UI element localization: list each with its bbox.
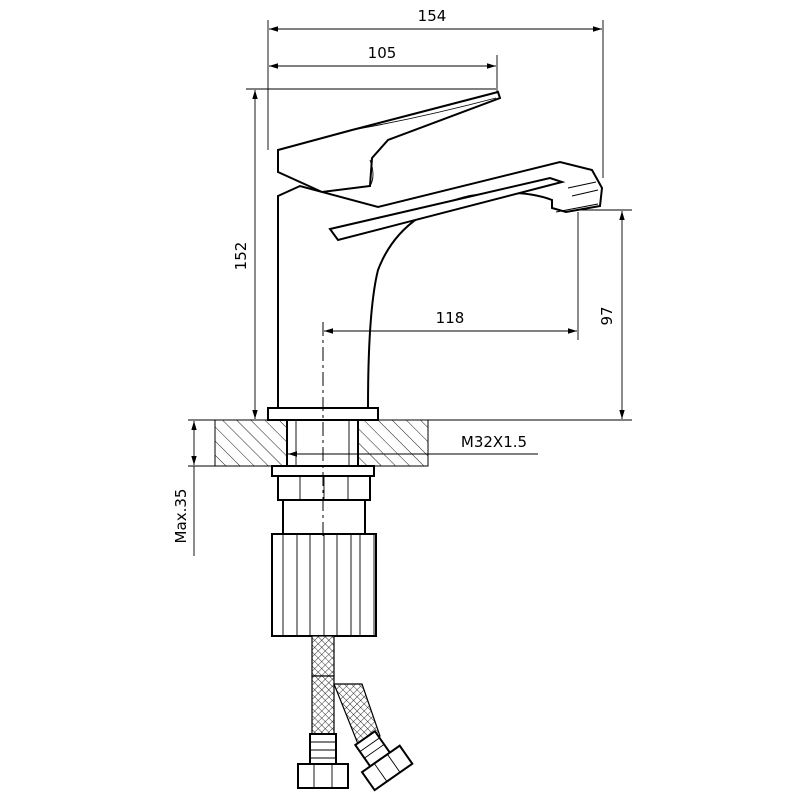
thread-size-label: M32X1.5 [461,433,527,451]
dimension-105-label: 105 [368,44,397,62]
dimension-97-label: 97 [598,306,616,325]
dimension-152-label: 152 [232,242,250,271]
dimension-overall-length: 154 [267,7,604,178]
dimension-154-label: 154 [418,7,447,25]
faucet-body [267,90,604,421]
dimension-118-label: 118 [436,309,465,327]
max-thickness-label: Max.35 [172,489,190,544]
dimension-max-thickness: Max.35 [172,421,270,556]
dimension-overall-height: 152 [232,88,496,419]
dimension-handle-length: 105 [269,44,498,92]
thread-callout: M32X1.5 [288,433,538,457]
dimension-spout-height: 97 [578,209,632,419]
countertop-section [188,419,632,467]
dimension-spout-reach: 118 [324,212,579,340]
supply-hoses [297,635,414,792]
